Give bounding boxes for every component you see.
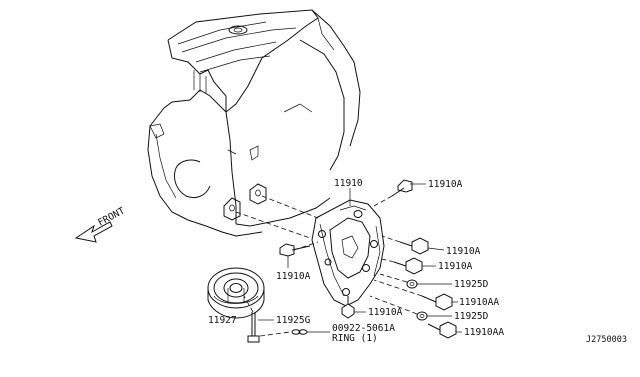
label-washer-2: 11925D (454, 311, 489, 322)
alignment-washer-2 (369, 295, 418, 315)
alignment-washer-1 (379, 273, 408, 283)
alignment-line-block-2 (261, 195, 319, 219)
bolt-aa-1 (421, 293, 453, 311)
label-pulley-bolt: 11925G (276, 315, 311, 326)
idler-pulley (207, 267, 265, 319)
label-bolt-right-1: 11910A (446, 246, 481, 257)
label-bolt-aa-2: 11910AA (464, 327, 504, 338)
ring-part (291, 329, 308, 335)
bolt-left (279, 243, 311, 257)
label-11910: 11910 (334, 178, 363, 189)
alignment-ring (259, 331, 291, 337)
label-bolt-left: 11910A (276, 271, 311, 282)
bolt-aa-2 (427, 321, 457, 339)
bolt-lower (341, 296, 355, 319)
label-bolt-aa-1: 11910AA (459, 297, 499, 308)
label-pulley: 11927 (208, 315, 237, 326)
alignment-pulley-bolt (243, 295, 254, 313)
alignment-right-2 (377, 257, 395, 263)
alignment-top-bolt (373, 195, 393, 207)
bolt-right-1 (399, 237, 429, 255)
leader-right-1 (427, 247, 445, 251)
pulley-bolt (247, 312, 260, 343)
label-ring-part-no: 00922-5061A (332, 323, 395, 334)
engine-block (147, 9, 361, 237)
bolt-top (391, 179, 426, 197)
label-ring-desc: RING (1) (332, 333, 378, 344)
label-bolt-top: 11910A (428, 179, 463, 190)
alignment-aa-1 (373, 279, 423, 297)
washer-1 (406, 279, 418, 289)
label-bolt-right-2: 11910A (438, 261, 473, 272)
alignment-line-block (235, 211, 311, 239)
front-arrow: FRONT (74, 205, 127, 243)
alternator-bracket (311, 199, 385, 307)
alignment-left-bolt (293, 241, 319, 251)
alignment-right-1 (381, 235, 401, 243)
label-washer-1: 11925D (454, 279, 489, 290)
label-bolt-lower: 11910A (368, 307, 403, 318)
figure-code: J2750003 (586, 335, 627, 345)
washer-2 (416, 311, 428, 321)
bolt-right-2 (393, 257, 423, 275)
